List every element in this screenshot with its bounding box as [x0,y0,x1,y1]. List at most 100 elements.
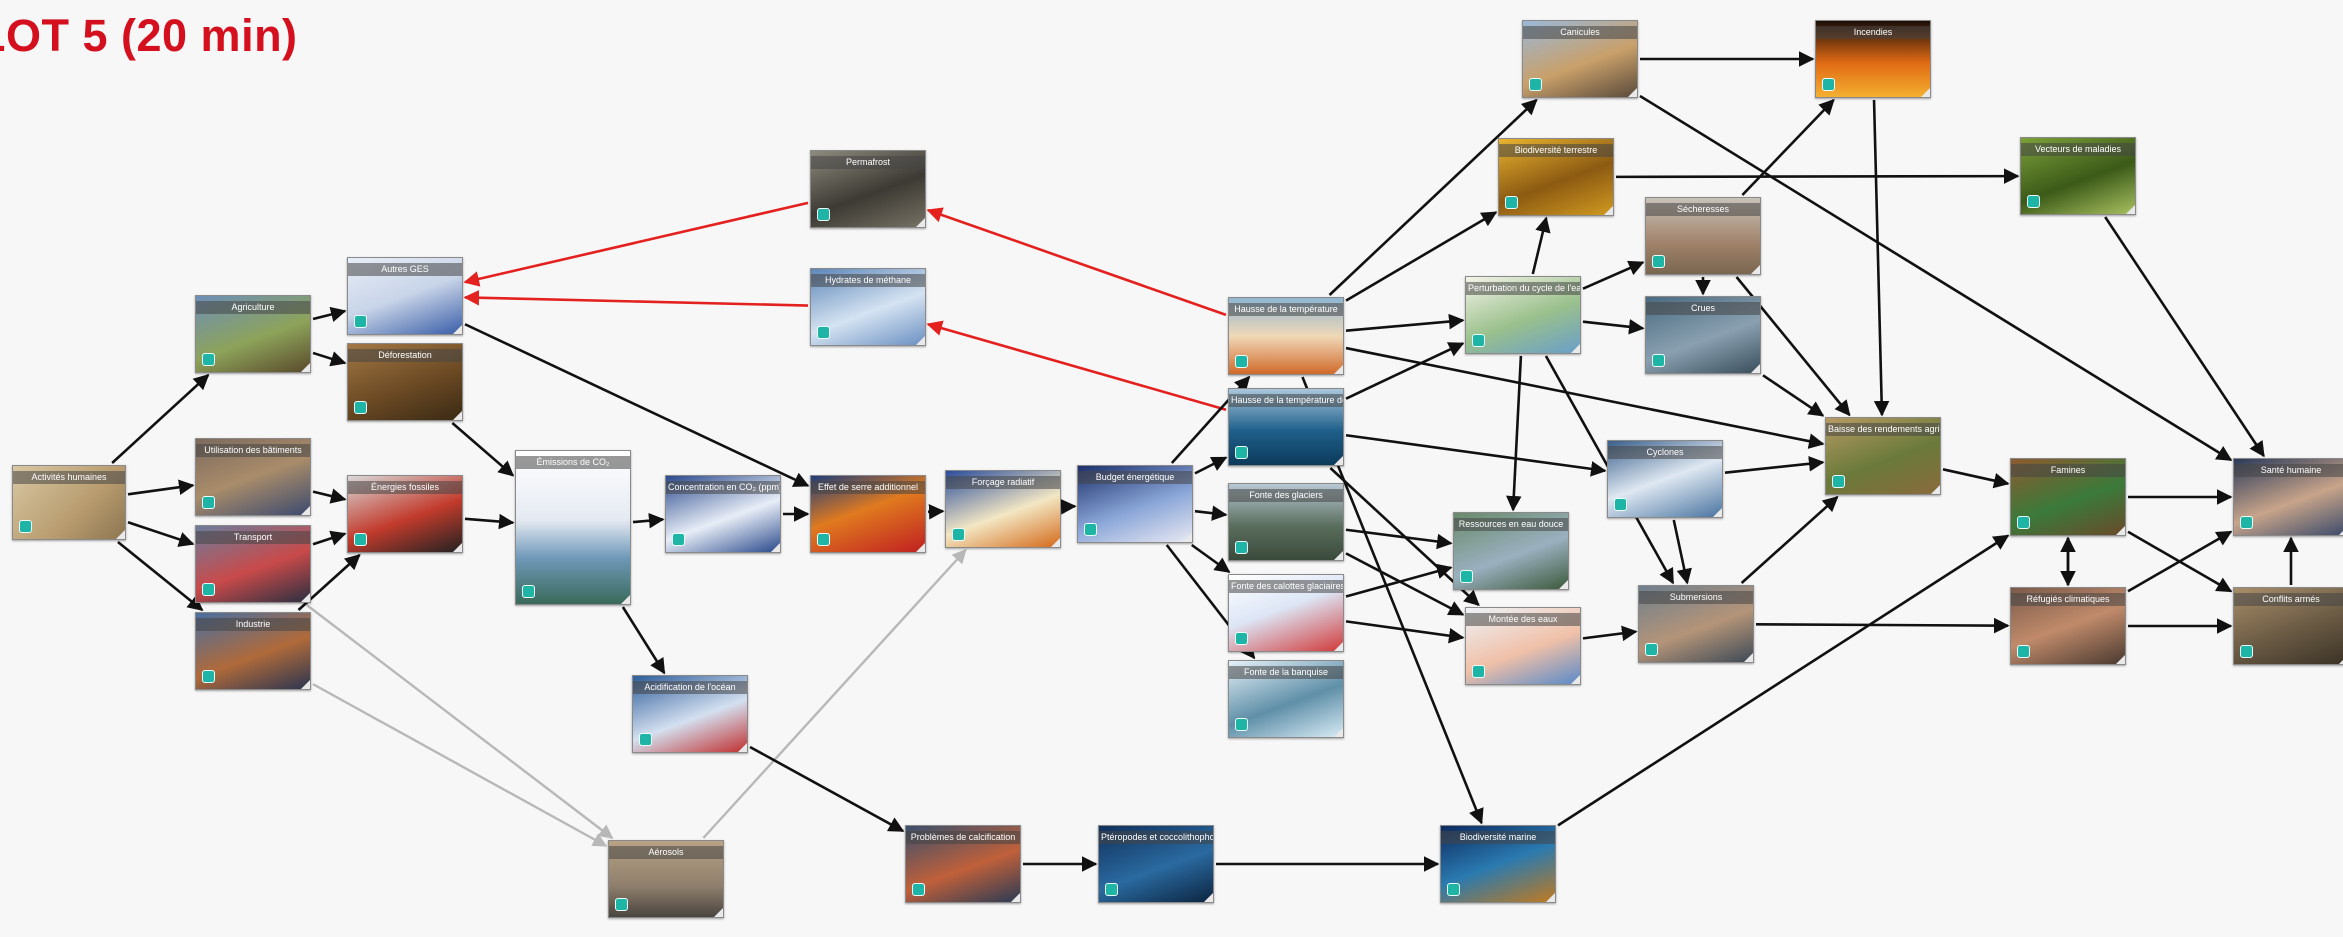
page-fold-icon [916,336,925,345]
edge-cyclones-to-rendements [1724,456,1825,474]
edge-hausse-temperature-to-biodiversite-terrestre [1345,211,1498,302]
edge-budget-energetique-to-temperature-eau [1194,456,1228,475]
card-badge-icon [1235,718,1248,731]
card-pteropodes[interactable]: Ptéropodes et coccolithophores [1098,825,1214,903]
card-badge-icon [639,733,652,746]
card-batiments[interactable]: Utilisation des bâtiments [195,438,311,516]
page-fold-icon [1334,551,1343,560]
card-vecteurs[interactable]: Vecteurs de maladies [2020,137,2136,215]
card-autres-ges[interactable]: Autres GES [347,257,463,335]
card-aerosols[interactable]: Aérosols [608,840,724,918]
card-label: Aérosols [609,846,723,859]
card-biodiversite-terrestre[interactable]: Biodiversité terrestre [1498,138,1614,216]
page-fold-icon [738,743,747,752]
card-badge-icon [354,533,367,546]
edge-transport-to-energies-fossiles [312,530,347,546]
card-secheresses[interactable]: Sécheresses [1645,197,1761,275]
card-transport[interactable]: Transport [195,525,311,603]
edge-hausse-temperature-to-rendements [1345,346,1825,449]
card-hydrates-methane[interactable]: Hydrates de méthane [810,268,926,346]
card-montee-eaux[interactable]: Montée des eaux [1465,607,1581,685]
card-conflits[interactable]: Conflits armés [2233,587,2343,665]
page-fold-icon [916,543,925,552]
edge-budget-energetique-to-calottes-glaciaires [1191,543,1231,574]
card-badge-icon [1105,883,1118,896]
card-calottes-glaciaires[interactable]: Fonte des calottes glaciaires [1228,574,1344,652]
card-acidification[interactable]: Acidification de l'océan [632,675,748,753]
edge-montee-eaux-to-submersions [1582,625,1638,642]
card-label: Fonte des calottes glaciaires [1229,580,1343,593]
card-calcification[interactable]: Problèmes de calcification [905,825,1021,903]
page-fold-icon [453,543,462,552]
card-temperature-eau[interactable]: Hausse de la température de l'eau [1228,388,1344,466]
card-perturbation-cycle-eau[interactable]: Perturbation du cycle de l'eau [1465,276,1581,354]
card-concentration-co2[interactable]: Concentration en CO₂ (ppm) [665,475,781,553]
card-ressources-eau[interactable]: Ressources en eau douce [1453,512,1569,590]
page-fold-icon [2339,526,2343,535]
page-fold-icon [1559,580,1568,589]
card-permafrost[interactable]: Permafrost [810,150,926,228]
card-badge-icon [672,533,685,546]
edge-submersions-to-rendements [1740,495,1839,584]
card-sante[interactable]: Santé humaine [2233,458,2343,536]
page-fold-icon [453,325,462,334]
card-crues[interactable]: Crues [1645,296,1761,374]
page-fold-icon [1604,206,1613,215]
card-incendies[interactable]: Incendies [1815,20,1931,98]
edge-agriculture-to-deforestation [312,351,347,367]
card-forcage-radiatif[interactable]: Forçage radiatif [945,470,1061,548]
card-label: Baisse des rendements agricoles [1826,423,1940,436]
card-fonte-glaciers[interactable]: Fonte des glaciers [1228,483,1344,561]
card-hausse-temperature[interactable]: Hausse de la température [1228,297,1344,375]
page-fold-icon [1204,893,1213,902]
card-badge-icon [1447,883,1460,896]
card-label: Fonte de la banquise [1229,666,1343,679]
card-badge-icon [1822,78,1835,91]
edge-activites-to-transport [127,520,195,547]
card-badge-icon [1652,255,1665,268]
edge-activites-to-industrie [117,540,204,612]
card-submersions[interactable]: Submersions [1638,585,1754,663]
card-industrie[interactable]: Industrie [195,612,311,690]
edge-perturbation-cycle-eau-to-crues [1582,319,1645,335]
card-banquise[interactable]: Fonte de la banquise [1228,660,1344,738]
edge-permafrost-to-autres-ges [463,201,809,287]
card-label: Hausse de la température de l'eau [1229,394,1343,407]
card-activites[interactable]: Activités humaines [12,465,126,540]
card-badge-icon [2017,516,2030,529]
page-fold-icon [301,506,310,515]
card-biodiversite-marine[interactable]: Biodiversité marine [1440,825,1556,903]
card-badge-icon [202,496,215,509]
card-badge-icon [2240,516,2253,529]
edge-hydrates-methane-to-autres-ges [463,289,809,307]
page-fold-icon [1334,365,1343,374]
card-refugies[interactable]: Réfugiés climatiques [2010,587,2126,665]
card-label: Concentration en CO₂ (ppm) [666,481,780,494]
card-label: Hydrates de méthane [811,274,925,287]
edge-biodiversite-marine-to-famines [1557,534,2010,827]
card-effet-serre[interactable]: Effet de serre additionnel [810,475,926,553]
card-badge-icon [1235,355,1248,368]
edge-effet-serre-to-forcage-radiatif [927,503,945,520]
card-badge-icon [1652,354,1665,367]
card-emissions-co2[interactable]: Émissions de CO₂ [515,450,631,605]
card-label: Ressources en eau douce [1454,518,1568,531]
card-label: Réfugiés climatiques [2011,593,2125,606]
page-fold-icon [916,218,925,227]
card-deforestation[interactable]: Déforestation [347,343,463,421]
card-famines[interactable]: Famines [2010,458,2126,536]
card-badge-icon [1235,632,1248,645]
card-budget-energetique[interactable]: Budget énergétique [1077,465,1193,543]
page-fold-icon [116,530,125,539]
card-agriculture[interactable]: Agriculture [195,295,311,373]
edge-autres-ges-to-effet-serre [464,323,810,487]
card-energies-fossiles[interactable]: Énergies fossiles [347,475,463,553]
page-fold-icon [1931,485,1940,494]
card-rendements[interactable]: Baisse des rendements agricoles [1825,417,1941,495]
card-label: Forçage radiatif [946,476,1060,489]
card-canicules[interactable]: Canicules [1522,20,1638,98]
card-cyclones[interactable]: Cyclones [1607,440,1723,518]
card-badge-icon [2017,645,2030,658]
card-badge-icon [615,898,628,911]
edge-calottes-glaciaires-to-montee-eaux [1345,620,1465,644]
